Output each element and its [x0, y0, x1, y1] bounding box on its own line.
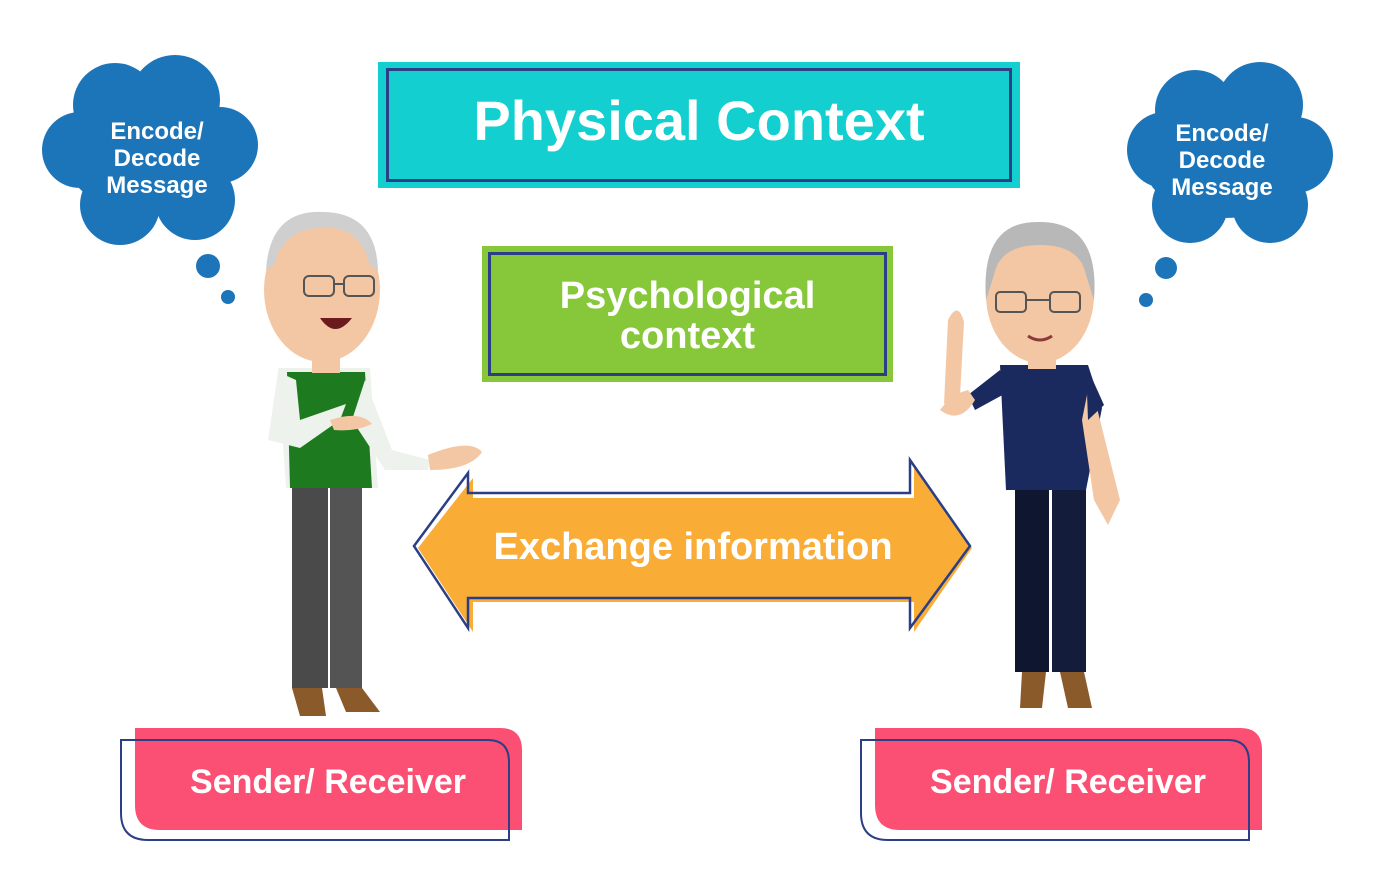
exchange-information-label: Exchange information [493, 526, 893, 568]
left-thought-cloud [42, 55, 258, 245]
psychological-context-line2: context [619, 315, 756, 357]
right-thought-cloud [1127, 62, 1333, 243]
right-cloud-line1: Encode/ [1175, 120, 1269, 147]
psychological-context-box: Psychological context [482, 246, 893, 382]
left-cloud-text: Encode/ Decode Message [82, 118, 232, 199]
psychological-context-border [488, 252, 887, 376]
left-thought-bubble-large [196, 254, 220, 278]
left-cloud-line1: Encode/ [110, 118, 204, 145]
psychological-context-line1: Psychological [559, 275, 816, 317]
left-cloud-line3: Message [106, 172, 208, 199]
exchange-double-arrow [412, 456, 972, 633]
right-thought-bubble-large [1155, 257, 1177, 279]
right-cloud-text: Encode/ Decode Message [1147, 120, 1297, 201]
left-person-illustration [264, 211, 482, 716]
right-role-label: Sender/ Receiver [930, 763, 1206, 801]
physical-context-border [386, 68, 1012, 182]
left-role-badge [120, 728, 522, 841]
left-role-label: Sender/ Receiver [190, 763, 466, 801]
psychological-context-label: Psychological context [482, 276, 893, 356]
right-person-illustration [940, 221, 1120, 708]
right-cloud-line2: Decode [1178, 147, 1266, 174]
right-thought-bubble-small [1139, 293, 1153, 307]
right-role-badge [860, 728, 1262, 841]
physical-context-box: Physical Context [378, 62, 1020, 188]
left-cloud-line2: Decode [113, 145, 201, 172]
right-cloud-line3: Message [1171, 174, 1273, 201]
physical-context-label: Physical Context [473, 89, 925, 152]
left-thought-bubble-small [221, 290, 235, 304]
